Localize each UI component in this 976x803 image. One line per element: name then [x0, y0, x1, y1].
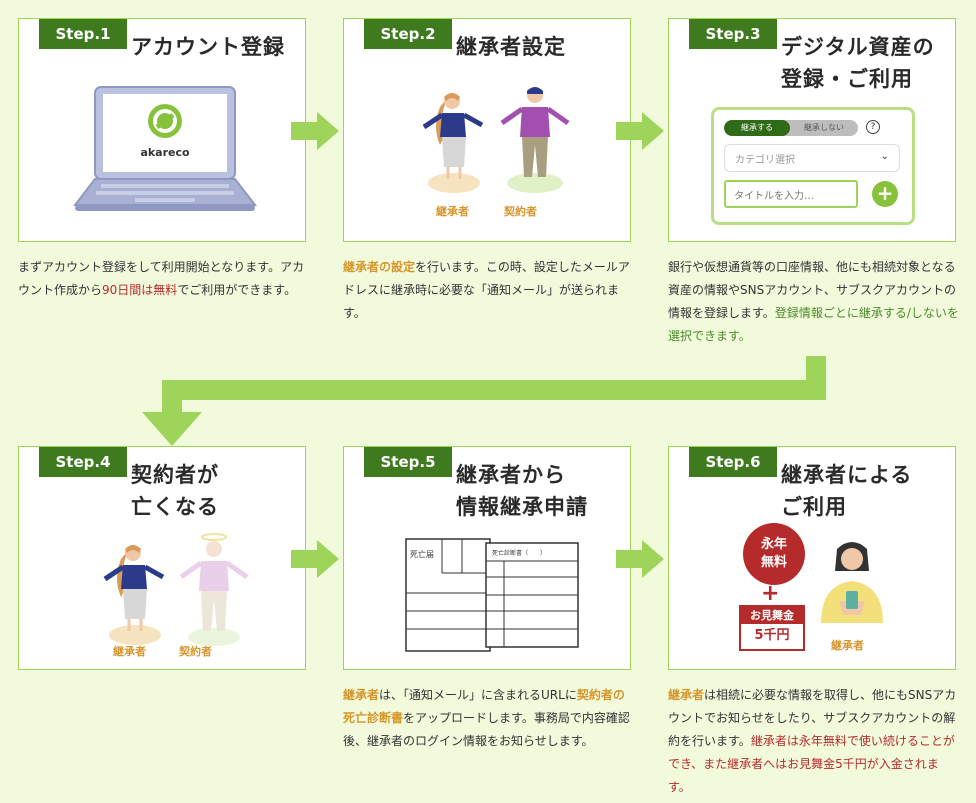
step-tag: Step.6	[689, 447, 777, 477]
description-segment: をアップロードします。事務局で内容確認後、継承者のログイン情報をお知らせします。	[343, 711, 630, 748]
description-segment: 継承者は永年無料で使い続けることができ、また継承者へはお見舞金5千円が入金されま…	[668, 734, 955, 794]
description-segment: 契約者の死亡診断書	[343, 688, 625, 725]
heir-person-icon	[422, 93, 484, 193]
laptop-icon: akareco	[73, 86, 257, 211]
description-segment: 継承者の設定	[343, 260, 416, 274]
description-segment: を行います。この時、設定したメールアドレスに継承時に必要な「通知メール」が送られ…	[343, 260, 630, 320]
step2-card: Step.2 継承者設定 継承者 契約者	[343, 18, 631, 242]
step-title: デジタル資産の 登録・ご利用	[781, 35, 935, 91]
heir-person-icon	[103, 545, 165, 645]
step-title: 継承者から 情報継承申請	[456, 463, 588, 519]
step5-card: Step.5 継承者から 情報継承申請 死亡届 死亡診断書（ ）	[343, 446, 631, 670]
death-certificate-label: 死亡診断書（ ）	[492, 549, 546, 557]
inherit-toggle[interactable]: 継承する 継承しない	[724, 120, 858, 136]
category-select[interactable]: カテゴリ選択 ⌄	[724, 144, 900, 172]
step-title: 契約者が 亡くなる	[131, 463, 219, 519]
add-button[interactable]: +	[872, 181, 898, 207]
description-segment: は、「通知メール」に含まれるURLに	[379, 688, 577, 702]
step-title: アカウント登録	[131, 35, 285, 59]
heir-label: 継承者	[831, 639, 864, 652]
arrow-right-icon	[616, 540, 664, 578]
arrow-return-icon	[142, 356, 826, 446]
contractor-person-icon	[500, 87, 570, 193]
title-placeholder: タイトルを入力…	[734, 191, 814, 202]
description-segment: でご利用ができます。	[177, 283, 297, 297]
plus-icon: +	[761, 581, 780, 606]
step-title: 継承者設定	[456, 35, 566, 59]
free-forever-badge: 永年 無料	[743, 523, 805, 585]
step6-card: Step.6 継承者による ご利用 永年 無料 + お見舞金 5千円 継承者	[668, 446, 956, 670]
step-tag: Step.4	[39, 447, 127, 477]
death-notice-label: 死亡届	[410, 549, 434, 559]
description-segment: まずアカウント登録をして利用開始となります。アカウント作成から	[18, 260, 305, 297]
asset-form-mockup: 継承する 継承しない ? カテゴリ選択 ⌄ タイトルを入力… +	[711, 107, 915, 225]
description-segment: 90日間は無料	[102, 283, 178, 297]
title-input[interactable]: タイトルを入力…	[724, 180, 858, 208]
description-segment: 銀行や仮想通貨等の口座情報、他にも相続対象となる資産の情報やSNSアカウント、サ…	[668, 260, 956, 320]
step-tag: Step.5	[364, 447, 452, 477]
step3-card: Step.3 デジタル資産の 登録・ご利用 継承する 継承しない ? カテゴリ選…	[668, 18, 956, 242]
gift-money-box: お見舞金 5千円	[739, 605, 805, 651]
category-placeholder: カテゴリ選択	[735, 155, 795, 166]
gift-label: お見舞金	[741, 607, 803, 624]
arrow-right-icon	[291, 540, 339, 578]
heir-label: 継承者	[113, 645, 146, 658]
step3-description: 銀行や仮想通貨等の口座情報、他にも相続対象となる資産の情報やSNSアカウント、サ…	[668, 256, 960, 348]
gift-amount: 5千円	[754, 628, 790, 643]
heir-with-phone-icon	[821, 542, 883, 623]
step5-description: 継承者は、「通知メール」に含まれるURLに契約者の死亡診断書をアップロードします…	[343, 684, 635, 753]
step1-description: まずアカウント登録をして利用開始となります。アカウント作成から90日間は無料でご…	[18, 256, 310, 302]
step-title: 継承者による ご利用	[781, 463, 913, 519]
toggle-off[interactable]: 継承しない	[804, 123, 844, 132]
step-tag: Step.2	[364, 19, 452, 49]
contractor-label: 契約者	[504, 205, 537, 218]
step1-card: Step.1 アカウント登録 akareco	[18, 18, 306, 242]
laptop-logo-text: akareco	[140, 146, 190, 159]
chevron-down-icon: ⌄	[880, 151, 889, 162]
step-tag: Step.1	[39, 19, 127, 49]
contractor-label: 契約者	[179, 645, 212, 658]
step-tag: Step.3	[689, 19, 777, 49]
description-segment: は相続に必要な情報を取得し、他にもSNSアカウントでお知らせをしたり、サブスクア…	[668, 688, 957, 748]
description-segment: 継承者	[343, 688, 380, 702]
description-segment: 継承者	[668, 688, 705, 702]
step2-description: 継承者の設定を行います。この時、設定したメールアドレスに継承時に必要な「通知メー…	[343, 256, 635, 325]
heir-label: 継承者	[436, 205, 469, 218]
documents-icon: 死亡届 死亡診断書（ ）	[405, 538, 579, 652]
deceased-contractor-icon	[179, 533, 249, 646]
arrow-right-icon	[291, 112, 339, 150]
arrow-right-icon	[616, 112, 664, 150]
step6-description: 継承者は相続に必要な情報を取得し、他にもSNSアカウントでお知らせをしたり、サブ…	[668, 684, 960, 799]
step4-card: Step.4 契約者が 亡くなる 継承者 契約者	[18, 446, 306, 670]
toggle-on[interactable]: 継承する	[724, 120, 790, 136]
help-icon[interactable]: ?	[866, 120, 880, 134]
description-segment: 登録情報ごとに継承する/しないを選択できます。	[668, 306, 959, 343]
